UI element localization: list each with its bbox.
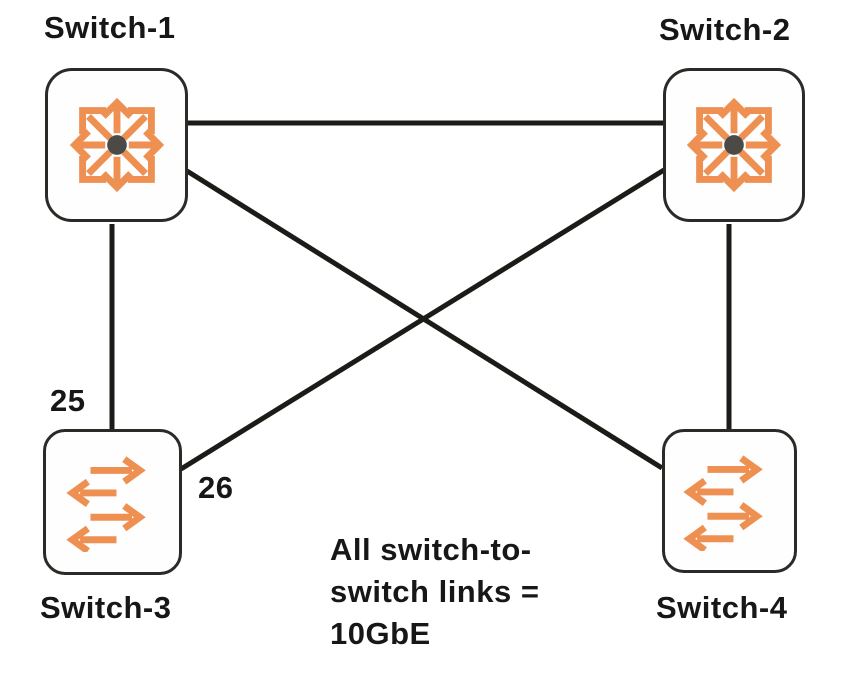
node-label-switch-1: Switch-1	[44, 10, 176, 45]
icon-center-dot	[724, 135, 744, 155]
link-switch2-switch3	[179, 167, 666, 472]
access-switch-icon	[682, 454, 763, 551]
node-switch-2	[663, 68, 805, 222]
access-switch-icon	[65, 455, 146, 552]
node-switch-1	[45, 68, 188, 222]
multilayer-switch-icon	[69, 97, 164, 193]
node-label-switch-3: Switch-3	[40, 590, 172, 625]
link-speed-note: All switch-to- switch links = 10GbE	[330, 529, 610, 655]
port-label-25: 25	[50, 383, 86, 418]
icon-center-dot	[106, 135, 127, 155]
node-switch-4	[662, 429, 797, 573]
node-switch-3	[43, 429, 182, 575]
note-line-1: All switch-to-	[330, 532, 532, 567]
port-label-26: 26	[198, 470, 234, 505]
node-label-switch-2: Switch-2	[659, 12, 791, 47]
note-line-2: switch links =	[330, 574, 540, 609]
note-line-3: 10GbE	[330, 616, 431, 651]
multilayer-switch-icon	[686, 97, 782, 193]
node-label-switch-4: Switch-4	[656, 590, 788, 625]
